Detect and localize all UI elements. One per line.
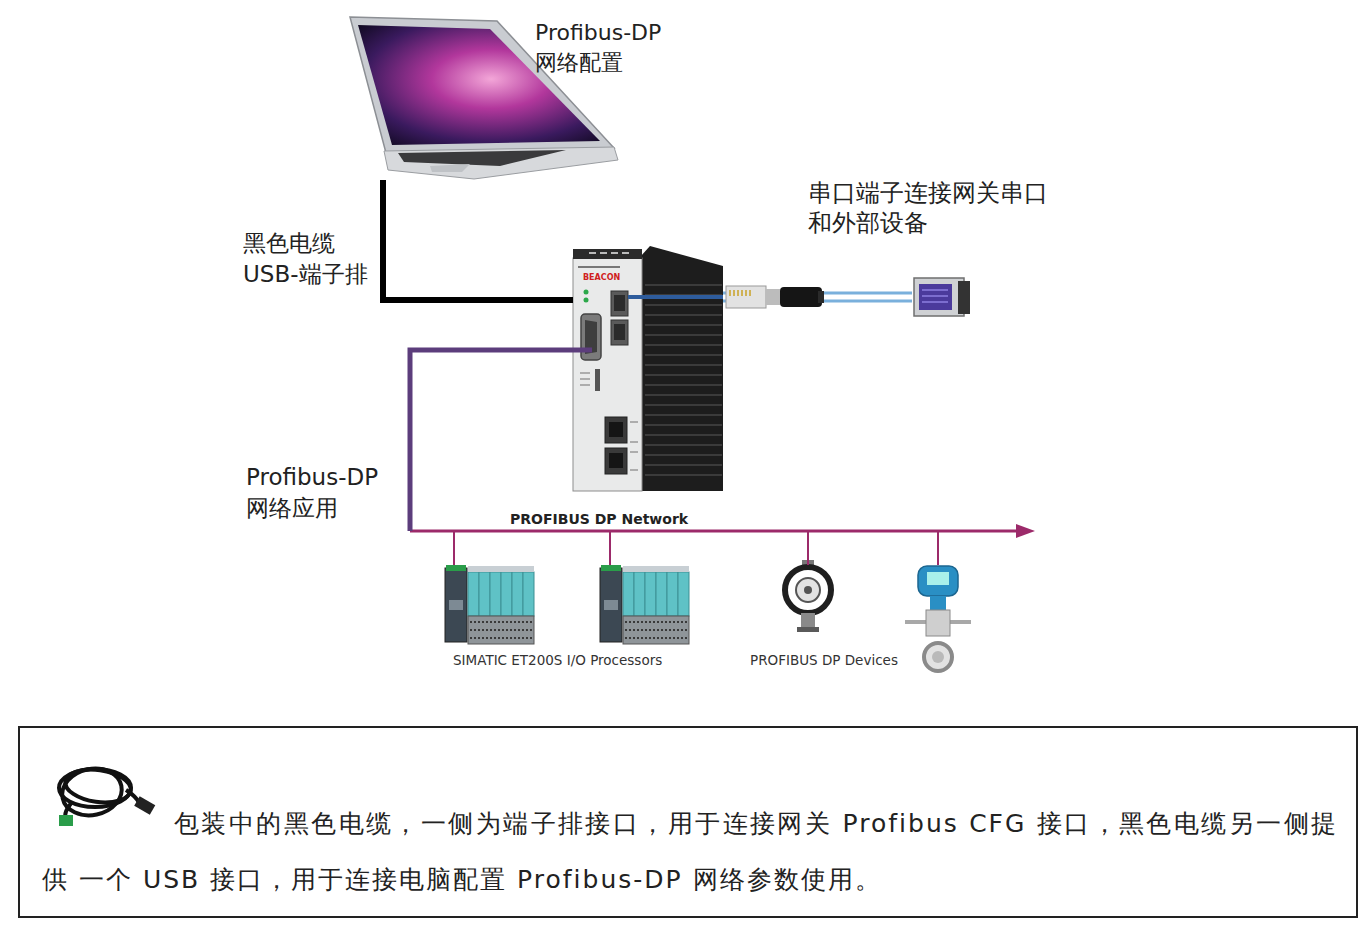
rj45-adapter bbox=[780, 287, 822, 307]
bus-node: PROFIBUS DP Network bbox=[408, 508, 1040, 538]
gateway-device bbox=[589, 252, 629, 254]
gateway-device bbox=[573, 258, 642, 491]
bus-line bbox=[1016, 524, 1035, 538]
gateway-device bbox=[581, 314, 601, 360]
cable-connector bbox=[383, 180, 573, 300]
gateway-device bbox=[580, 373, 590, 385]
gateway-device bbox=[578, 266, 620, 268]
node-heading: Profibus-DP 网络配置 bbox=[535, 18, 687, 78]
gateway-device bbox=[628, 295, 723, 299]
edge-label: Profibus-DP 网络应用 bbox=[246, 462, 398, 524]
flow-meter bbox=[905, 566, 971, 671]
rj45-adapter bbox=[766, 289, 780, 305]
flow-meter bbox=[918, 566, 958, 596]
gateway-device bbox=[573, 249, 642, 259]
flow-meter bbox=[932, 651, 944, 663]
note-text: 包装中的黑色电缆，一侧为端子排接口，用于连接网关 Profibus CFG 接口… bbox=[42, 796, 1338, 908]
pressure-transmitter bbox=[797, 627, 819, 632]
gateway-device bbox=[609, 453, 623, 468]
gateway-device bbox=[584, 290, 589, 295]
cable-icon bbox=[63, 766, 133, 807]
gateway-device bbox=[573, 348, 592, 353]
meter-illustration bbox=[958, 281, 970, 314]
pressure-transmitter bbox=[804, 586, 812, 594]
brand-label: BEACON bbox=[583, 273, 627, 283]
et200s-station bbox=[600, 565, 689, 644]
bus-line bbox=[410, 524, 1035, 538]
group-label: SIMATIC ET200S I/O Processors bbox=[453, 652, 703, 669]
usb-plug bbox=[134, 796, 155, 815]
meter-illustration bbox=[922, 290, 948, 302]
gateway-device bbox=[605, 448, 627, 474]
device-node: 串口端子连接网关串口 和外部设备 bbox=[912, 272, 974, 318]
edge-label: 黑色电缆 USB-端子排 bbox=[243, 228, 383, 290]
node-heading: 串口端子连接网关串口 和外部设备 bbox=[808, 178, 1073, 238]
gateway-device bbox=[640, 246, 723, 491]
rj45-adapter bbox=[726, 286, 824, 308]
gateway-device bbox=[614, 324, 625, 340]
pressure-transmitter bbox=[785, 560, 831, 632]
bus-line bbox=[410, 530, 1020, 533]
pressure-transmitter bbox=[796, 578, 820, 602]
meter-illustration bbox=[919, 284, 952, 310]
io-group-node: SIMATIC ET200S I/O Processors bbox=[440, 560, 702, 672]
flow-meter bbox=[930, 596, 946, 610]
flow-meter bbox=[927, 572, 949, 585]
gateway-device bbox=[611, 320, 628, 345]
gateway-device bbox=[573, 246, 723, 491]
gateway-device bbox=[595, 369, 600, 391]
rj45-adapter bbox=[726, 286, 766, 308]
flow-meter bbox=[926, 610, 950, 636]
cable-connector bbox=[454, 531, 610, 565]
pressure-transmitter bbox=[785, 567, 831, 613]
device-group-node: PROFIBUS DP Devices bbox=[745, 560, 980, 680]
group-label: PROFIBUS DP Devices bbox=[750, 652, 950, 669]
gateway-device bbox=[584, 298, 589, 303]
gateway-device bbox=[611, 291, 628, 316]
laptop-node: Profibus-DP 网络配置 bbox=[350, 15, 615, 180]
laptop-illustration bbox=[384, 147, 618, 179]
bus-label: PROFIBUS DP Network bbox=[510, 511, 730, 528]
cable-connector bbox=[723, 293, 912, 301]
gateway-device bbox=[645, 285, 722, 475]
rj45-adapter bbox=[730, 290, 750, 296]
cable-icon bbox=[58, 763, 140, 820]
meter-illustration bbox=[914, 278, 964, 316]
gateway-device bbox=[614, 295, 625, 311]
laptop-illustration bbox=[398, 150, 566, 166]
pressure-transmitter bbox=[801, 613, 815, 628]
cable-connector bbox=[410, 350, 573, 531]
gateway-device bbox=[609, 422, 623, 437]
laptop-illustration bbox=[430, 164, 470, 172]
note-box: 包装中的黑色电缆，一侧为端子排接口，用于连接网关 Profibus CFG 接口… bbox=[18, 726, 1358, 918]
et200s-station bbox=[445, 565, 534, 644]
rj45-adapter bbox=[818, 291, 824, 303]
cable-connector bbox=[808, 531, 938, 565]
flow-meter bbox=[924, 643, 952, 671]
gateway-device bbox=[605, 417, 627, 443]
gateway-device bbox=[630, 422, 638, 470]
gateway-node: BEACON bbox=[573, 245, 723, 492]
terminal-plug bbox=[59, 815, 73, 826]
meter-illustration bbox=[914, 278, 970, 316]
